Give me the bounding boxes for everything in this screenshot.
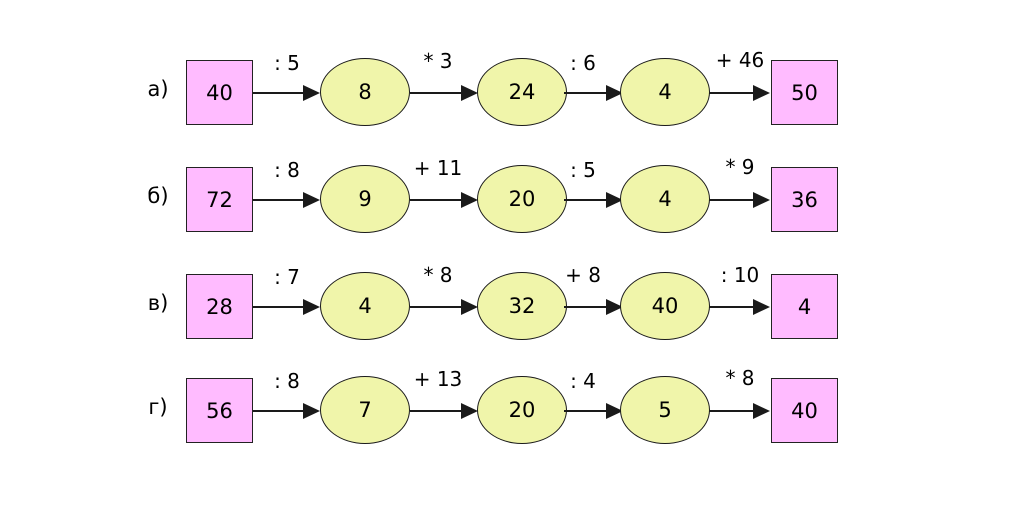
edge-label-g-2: + 13: [413, 367, 463, 391]
node-v-3: 40: [620, 272, 710, 340]
row-label-v: в): [147, 291, 169, 315]
edge-label-v-3: + 8: [565, 263, 601, 287]
chain-row-a: а) 40 : 5 8 * 3 24 : 6 4 + 46 50: [0, 45, 1024, 155]
arrow-a-1: [253, 83, 321, 103]
end-node-g: 40: [771, 378, 838, 443]
edge-label-g-4: * 8: [725, 366, 755, 390]
chain-row-b: б) 72 : 8 9 + 11 20 : 5 4 * 9 36: [0, 152, 1024, 262]
arrow-a-4: [709, 83, 773, 103]
node-g-2: 20: [477, 376, 567, 444]
edge-label-v-4: : 10: [720, 263, 760, 287]
end-node-b: 36: [771, 167, 838, 232]
arrow-g-4: [709, 401, 773, 421]
edge-label-v-1: : 7: [274, 265, 300, 289]
arrow-g-2: [410, 401, 480, 421]
arrow-a-3: [564, 83, 624, 103]
edge-label-a-2: * 3: [423, 49, 453, 73]
node-b-2: 20: [477, 165, 567, 233]
edge-label-v-2: * 8: [423, 263, 453, 287]
row-label-a: а): [147, 77, 169, 101]
edge-label-g-3: : 4: [570, 369, 596, 393]
start-node-b: 72: [186, 167, 253, 232]
edge-label-a-1: : 5: [274, 51, 300, 75]
node-b-1: 9: [320, 165, 410, 233]
node-b-3: 4: [620, 165, 710, 233]
end-node-a: 50: [771, 60, 838, 125]
arrow-v-4: [709, 297, 773, 317]
arrow-v-2: [410, 297, 480, 317]
node-a-1: 8: [320, 58, 410, 126]
end-node-v: 4: [771, 274, 838, 339]
edge-label-g-1: : 8: [274, 369, 300, 393]
node-a-3: 4: [620, 58, 710, 126]
chain-row-g: г) 56 : 8 7 + 13 20 : 4 5 * 8 40: [0, 363, 1024, 473]
edge-label-a-4: + 46: [715, 48, 765, 72]
edge-label-a-3: : 6: [570, 51, 596, 75]
edge-label-b-2: + 11: [413, 156, 463, 180]
start-node-a: 40: [186, 60, 253, 125]
arrow-v-3: [564, 297, 624, 317]
start-node-g: 56: [186, 378, 253, 443]
edge-label-b-4: * 9: [725, 155, 755, 179]
node-v-1: 4: [320, 272, 410, 340]
arrow-v-1: [253, 297, 321, 317]
arrow-b-2: [410, 190, 480, 210]
arrow-a-2: [410, 83, 480, 103]
arrow-b-1: [253, 190, 321, 210]
row-label-b: б): [147, 184, 169, 208]
node-g-1: 7: [320, 376, 410, 444]
node-v-2: 32: [477, 272, 567, 340]
node-a-2: 24: [477, 58, 567, 126]
chain-row-v: в) 28 : 7 4 * 8 32 + 8 40 : 10 4: [0, 259, 1024, 369]
arrow-b-3: [564, 190, 624, 210]
arrow-g-1: [253, 401, 321, 421]
edge-label-b-1: : 8: [274, 158, 300, 182]
arrow-b-4: [709, 190, 773, 210]
arrow-g-3: [564, 401, 624, 421]
edge-label-b-3: : 5: [570, 158, 596, 182]
start-node-v: 28: [186, 274, 253, 339]
node-g-3: 5: [620, 376, 710, 444]
row-label-g: г): [148, 395, 168, 419]
